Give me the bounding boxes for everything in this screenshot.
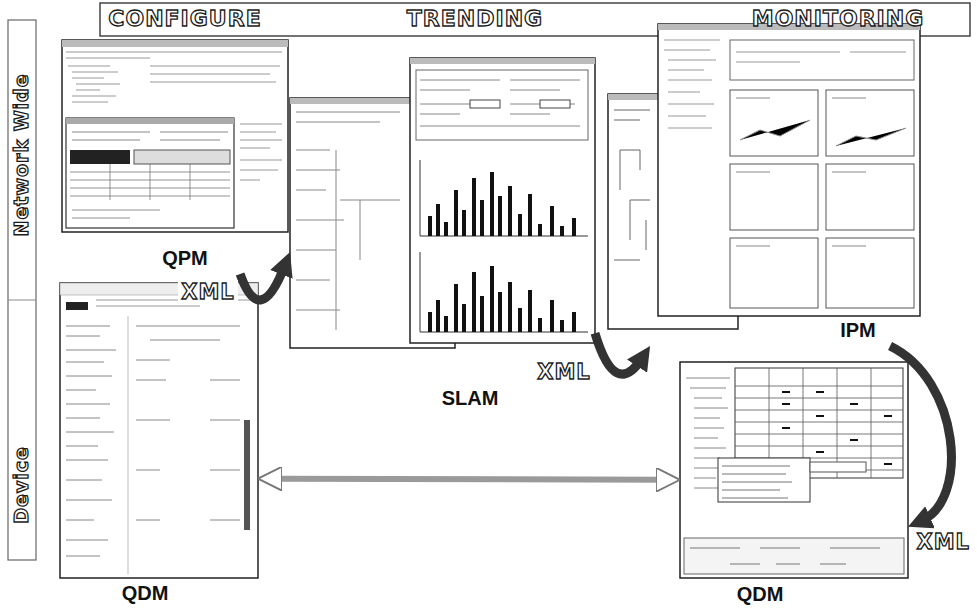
xml-flow-arrow	[890, 346, 951, 521]
ipm-windows	[608, 24, 920, 329]
screenshot-node: QDM	[680, 362, 908, 610]
screenshot-name: IPM	[840, 318, 876, 342]
screenshot-node: QPM	[62, 40, 288, 274]
qdm-right-window	[680, 362, 908, 578]
screenshot-name: SLAM	[442, 386, 499, 410]
double-arrow	[272, 479, 666, 480]
xml-flow-arrow	[240, 265, 285, 300]
edge-label: XML	[178, 280, 237, 304]
screenshot-name: QPM	[162, 246, 208, 270]
qpm-window	[62, 40, 288, 232]
edge-label: XML	[914, 530, 973, 554]
qdm-left-window	[60, 283, 258, 578]
slam-windows	[290, 58, 595, 348]
screenshot-node: IPM	[608, 24, 920, 346]
xml-flow-arrow	[595, 333, 642, 374]
screenshot-name: QDM	[737, 582, 784, 606]
column-heading: CONFIGURE	[108, 6, 261, 31]
row-heading: Device	[11, 446, 33, 524]
screenshot-name: QDM	[122, 581, 169, 605]
column-heading: MONITORING	[752, 6, 925, 31]
row-heading: Network Wide	[11, 73, 33, 236]
column-heading: TRENDING	[407, 6, 543, 31]
edge-label: XML	[534, 360, 593, 384]
screenshot-node: QDM	[60, 283, 258, 609]
